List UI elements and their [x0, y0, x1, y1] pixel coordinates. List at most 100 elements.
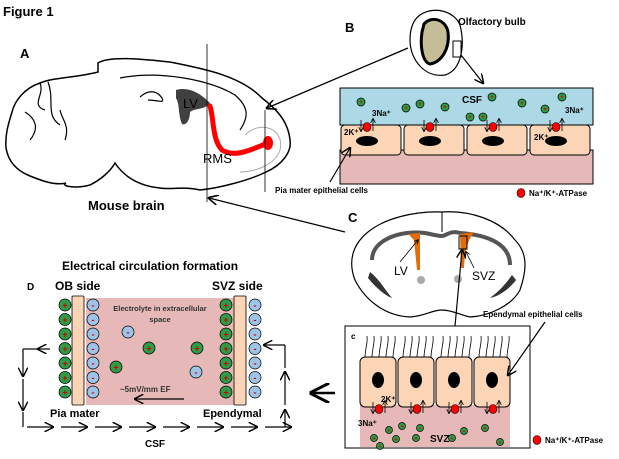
- ob-to-brain-arrow: [267, 47, 409, 108]
- atpase-legend-icon-c: [532, 435, 542, 445]
- svz-zoom-line: [454, 250, 462, 327]
- cation-icon: [412, 434, 420, 442]
- anion-icon: [248, 356, 262, 370]
- plus-sign: +: [443, 105, 447, 111]
- cilium: [392, 335, 396, 359]
- cation-icon: [481, 424, 489, 432]
- pia-mater-label: Pia mater epithelial cells: [275, 186, 368, 195]
- plus-sign: +: [400, 424, 403, 430]
- atpase-pump-icon: [374, 404, 384, 414]
- cation-icon: [219, 313, 233, 326]
- minus-sign: -: [254, 315, 257, 325]
- plus-sign: +: [223, 300, 228, 310]
- plus-sign: +: [418, 102, 422, 108]
- plus-sign: +: [62, 329, 67, 339]
- anion-icon: [121, 325, 135, 339]
- hippocampus-line: [139, 91, 164, 102]
- cilium: [423, 335, 427, 359]
- ion-layers: +-+-+-+-+-+-+-+-+-+-+-+-+-+--+++-: [58, 298, 262, 399]
- cation-icon: [58, 371, 72, 384]
- coronal-lv-label: LV: [394, 264, 408, 278]
- plus-sign: +: [404, 106, 408, 112]
- cilium: [468, 335, 472, 359]
- current-circuit-arrows: [23, 345, 291, 427]
- nucleus: [356, 136, 378, 146]
- atpase-pump-icon: [412, 404, 422, 414]
- lv-orange-right: [460, 232, 474, 268]
- svz-pointer: [466, 252, 475, 269]
- nucleus: [545, 136, 567, 146]
- panel-d-label: D: [27, 282, 34, 293]
- electrolyte-label-line2: space: [149, 315, 170, 324]
- cilium: [506, 335, 510, 359]
- plus-sign: +: [223, 387, 228, 397]
- cation-icon: [58, 313, 72, 326]
- panel-b-label: B: [345, 20, 354, 35]
- lv-pointer: [399, 240, 418, 263]
- anion-icon: [248, 385, 262, 399]
- tissue-region: [339, 149, 594, 185]
- plus-sign: +: [481, 115, 485, 121]
- anion-icon: [86, 298, 100, 312]
- plus-sign: +: [113, 362, 118, 372]
- plus-sign: +: [387, 428, 390, 434]
- anterior-commissure-left: [417, 276, 425, 284]
- plus-sign: +: [543, 107, 547, 113]
- cation-icon: [219, 327, 233, 341]
- minus-sign: -: [254, 373, 257, 383]
- cilium: [364, 335, 368, 359]
- pia-mater-d-label: Pia mater: [50, 408, 100, 420]
- cation-icon: [496, 438, 504, 446]
- plus-sign: +: [223, 329, 228, 339]
- inset-c-label: c: [351, 332, 356, 341]
- coronal-brain-outline: [351, 211, 526, 318]
- cation-icon: [370, 434, 378, 442]
- anion-icon: [86, 342, 100, 355]
- plus-sign: +: [498, 440, 501, 446]
- cation-icon: [109, 360, 123, 374]
- ependymal-label-arrow: [508, 321, 546, 375]
- cation-icon: [415, 99, 425, 109]
- panel-c: C LV SVZ c +++++++++++ Ependymal epithel…: [344, 210, 604, 450]
- cation-icon: [416, 424, 424, 432]
- minus-sign: -: [92, 373, 95, 383]
- ependymal-cells: [359, 335, 511, 414]
- cation-icon: [58, 356, 72, 370]
- anion-icon: [86, 327, 100, 341]
- cation-icon: [401, 103, 411, 113]
- plus-sign: +: [223, 344, 228, 354]
- cation-icon: [219, 371, 233, 384]
- anion-icon: [86, 385, 100, 399]
- cation-icon: [460, 427, 468, 435]
- cation-icon: [219, 298, 233, 312]
- cation-icon: [540, 104, 550, 114]
- cation-icon: [58, 342, 72, 355]
- plus-sign: +: [194, 343, 199, 353]
- anion-icon: [248, 371, 262, 384]
- external-capsule-left: [368, 272, 392, 298]
- cilium: [492, 335, 496, 359]
- pia-mater-membrane: [71, 295, 85, 406]
- mouse-brain-caption: Mouse brain: [88, 198, 165, 213]
- ependymal-label: Ependymal epithelial cells: [483, 310, 583, 319]
- minus-sign: -: [92, 358, 95, 368]
- cilium: [440, 335, 444, 359]
- inset-svz-label: SVZ: [430, 434, 449, 445]
- plus-sign: +: [62, 358, 67, 368]
- csf-d-label: CSF: [145, 439, 165, 450]
- plus-sign: +: [414, 436, 417, 442]
- sagittal-brain-outline: [5, 57, 291, 191]
- plus-sign: +: [378, 444, 381, 450]
- inset-k-label: 2K⁺: [381, 395, 395, 404]
- cilium: [454, 335, 458, 359]
- coronal-to-brain-arrow: [209, 198, 346, 233]
- k-label-left: 2K⁺: [344, 128, 358, 137]
- plus-sign: +: [62, 373, 67, 383]
- anion-icon: [86, 371, 100, 384]
- cation-icon: [219, 342, 233, 355]
- olfactory-bulb-label: Olfactory bulb: [458, 17, 526, 28]
- cilium: [416, 335, 420, 359]
- csf-cations: ++++++++++: [356, 92, 567, 122]
- atpase-pump-icon: [450, 404, 460, 414]
- inset-na-label: 3Na⁺: [358, 419, 377, 428]
